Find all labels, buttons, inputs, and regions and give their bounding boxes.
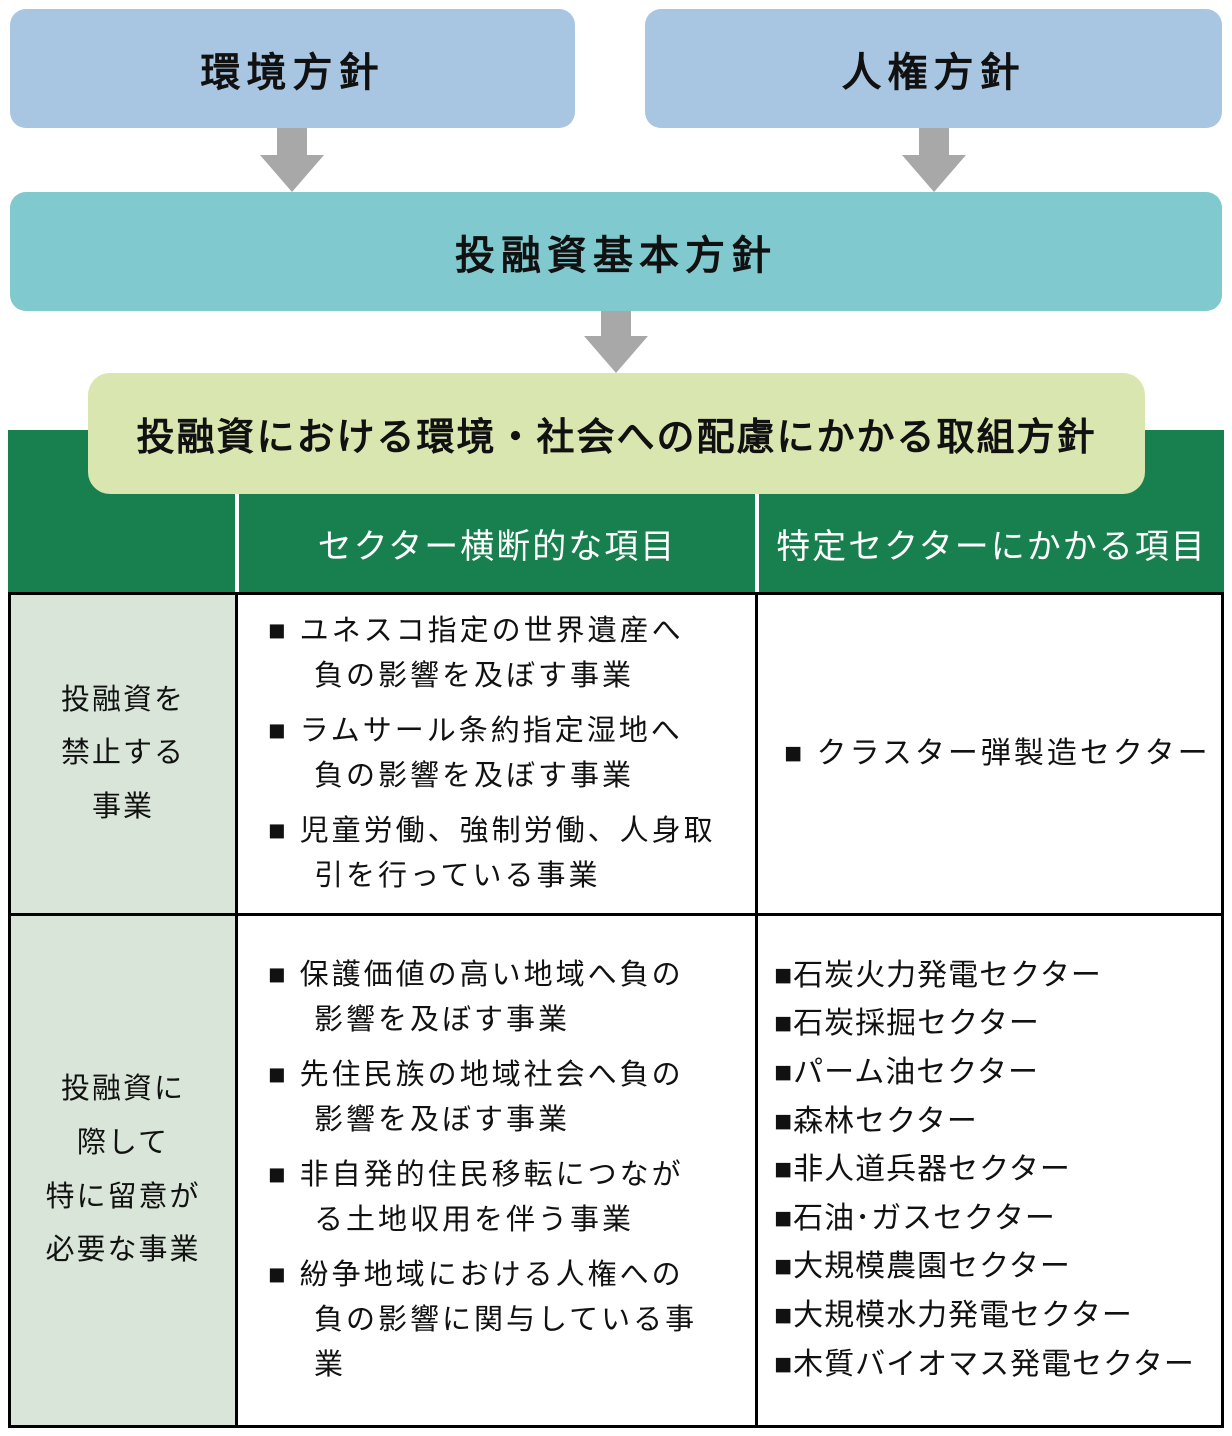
environment-policy-box: 環境方針: [10, 9, 575, 128]
arrow-head: [584, 336, 648, 373]
list-item: ■大規模水力発電セクター: [774, 1298, 1133, 1332]
column-divider: [235, 430, 239, 592]
cross-sector-cell-prohibited: ■ ユネスコ指定の世界遺産へ 負の影響を及ぼす事業 ■ ラムサール条約指定湿地へ …: [238, 595, 758, 916]
list-item: ■ 児童労働、強制労働、人身取 引を行っている事業: [268, 814, 716, 892]
arrow-down-icon: [902, 128, 966, 192]
arrow-head: [260, 155, 324, 192]
initiative-policy-label: 投融資における環境・社会への配慮にかかる取組方針: [136, 417, 1097, 459]
column-header-cross-sector: セクター横断的な項目: [317, 527, 677, 566]
list-item: ■非人道兵器セクター: [774, 1153, 1071, 1187]
human-rights-policy-box: 人権方針: [645, 9, 1222, 128]
list-item: ■ 保護価値の高い地域へ負の 影響を及ぼす事業: [268, 959, 684, 1037]
column-header-specific-sector: 特定セクターにかかる項目: [776, 527, 1207, 566]
list-item: ■ ユネスコ指定の世界遺産へ 負の影響を及ぼす事業: [268, 615, 684, 693]
basic-policy-label: 投融資基本方針: [455, 233, 777, 278]
list-item: ■ クラスター弾製造セクター: [784, 736, 1211, 770]
human-rights-policy-label: 人権方針: [841, 50, 1026, 95]
list-item: ■ 先住民族の地域社会へ負の 影響を及ぼす事業: [268, 1059, 684, 1137]
arrow-down-icon: [260, 128, 324, 192]
cross-sector-cell-caution: ■ 保護価値の高い地域へ負の 影響を及ぼす事業 ■ 先住民族の地域社会へ負の 影響…: [238, 916, 758, 1425]
arrow-shaft: [919, 128, 949, 155]
list-item: ■石油･ガスセクター: [774, 1201, 1056, 1235]
list-item: ■ ラムサール条約指定湿地へ 負の影響を及ぼす事業: [268, 715, 683, 792]
policy-table-body: 投融資を 禁止する 事業 ■ ユネスコ指定の世界遺産へ 負の影響を及ぼす事業■ …: [8, 592, 1224, 1428]
specific-sector-cell-prohibited: ■ クラスター弾製造セクター: [758, 595, 1221, 916]
arrow-shaft: [601, 311, 631, 336]
list-item: ■石炭火力発電セクター: [774, 958, 1102, 992]
column-divider: [755, 430, 759, 592]
list-item: ■石炭採掘セクター: [774, 1007, 1040, 1041]
category-cell-caution-business: 投融資に 際して 特に留意が 必要な事業: [11, 916, 238, 1425]
specific-sector-cell-caution: ■石炭火力発電セクター ■石炭採掘セクター ■パーム油セクター ■森林セクター ■非人道…: [758, 916, 1221, 1425]
category-cell-prohibited-business: 投融資を 禁止する 事業: [11, 595, 238, 916]
basic-policy-box: 投融資基本方針: [10, 192, 1222, 311]
list-item: ■パーム油セクター: [774, 1056, 1040, 1090]
arrow-shaft: [277, 128, 307, 155]
arrow-head: [902, 155, 966, 192]
environment-policy-label: 環境方針: [200, 50, 385, 95]
initiative-policy-box: 投融資における環境・社会への配慮にかかる取組方針: [88, 373, 1145, 494]
arrow-down-icon: [584, 311, 648, 373]
list-item: ■大規模農園セクター: [774, 1250, 1071, 1284]
list-item: ■ 非自発的住民移転につなが る土地収用を伴う事業: [268, 1159, 684, 1236]
list-item: ■森林セクター: [774, 1104, 978, 1138]
list-item: ■ 紛争地域における人権への 負の影響に関与している事 業: [268, 1258, 698, 1381]
list-item: ■木質バイオマス発電セクター: [774, 1347, 1195, 1381]
